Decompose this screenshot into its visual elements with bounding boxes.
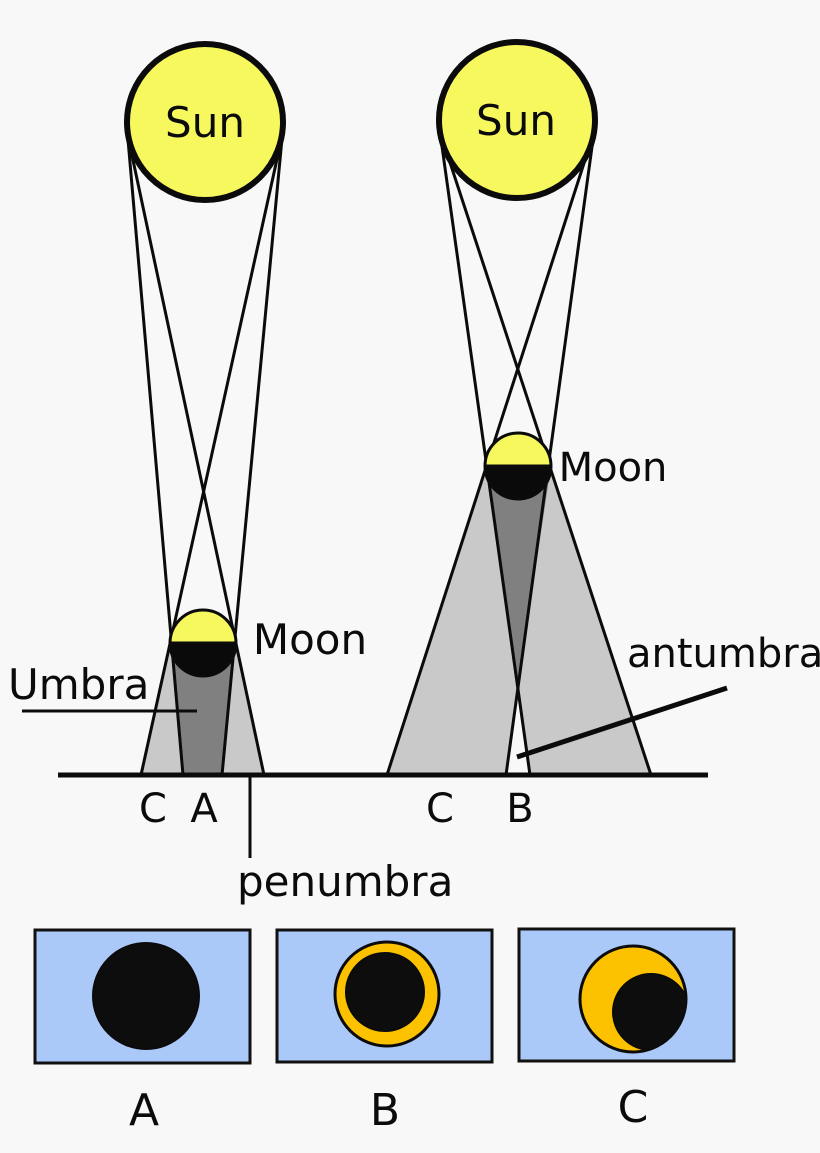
sun-left: Sun [124, 41, 286, 203]
moon-right-lit-half [485, 433, 551, 466]
sun-right-disc [436, 39, 598, 201]
ray-left-cross-1 [139, 131, 285, 776]
view-box-b: B [275, 928, 494, 1136]
ray-right-outer-right [504, 124, 597, 776]
ground-marker-right-c: C [426, 786, 454, 832]
ray-right-outer-left [437, 124, 532, 776]
penumbra-label: penumbra [237, 857, 453, 906]
ray-left-outer-right [220, 127, 285, 776]
umbra-label: Umbra [8, 660, 149, 709]
antumbra-label: antumbra [627, 631, 820, 677]
view-box-c-label: C [618, 1082, 649, 1133]
moon-left-label: Moon [253, 615, 367, 664]
annular-eclipse-disc [345, 952, 425, 1032]
sun-right: Sun [436, 39, 598, 201]
moon-left [168, 608, 238, 678]
umbra-right-region [485, 466, 551, 684]
moon-right-label: Moon [559, 445, 668, 491]
light-rays-left [125, 127, 285, 776]
moon-right-dark-half [485, 466, 551, 499]
ray-left-outer-left [125, 127, 185, 776]
moon-right [483, 431, 553, 501]
moon-left-lit-half [170, 610, 236, 643]
umbra-left-region [170, 643, 236, 775]
total-eclipse-disc [92, 942, 200, 1050]
view-box-c: C [517, 927, 736, 1133]
moon-left-dark-half [170, 643, 236, 676]
antumbra-leader-line [516, 685, 728, 760]
ground-marker-left-c: C [139, 786, 167, 832]
sun-right-label: Sun [476, 96, 556, 145]
view-box-a-label: A [129, 1085, 159, 1136]
view-box-b-label: B [370, 1085, 400, 1136]
sun-left-label: Sun [165, 98, 245, 147]
sun-left-disc [124, 41, 286, 203]
ray-left-cross-2 [125, 131, 266, 776]
ground-marker-right-b: B [506, 786, 533, 832]
ground-marker-left-a: A [190, 786, 218, 832]
view-box-a: A [33, 928, 252, 1136]
